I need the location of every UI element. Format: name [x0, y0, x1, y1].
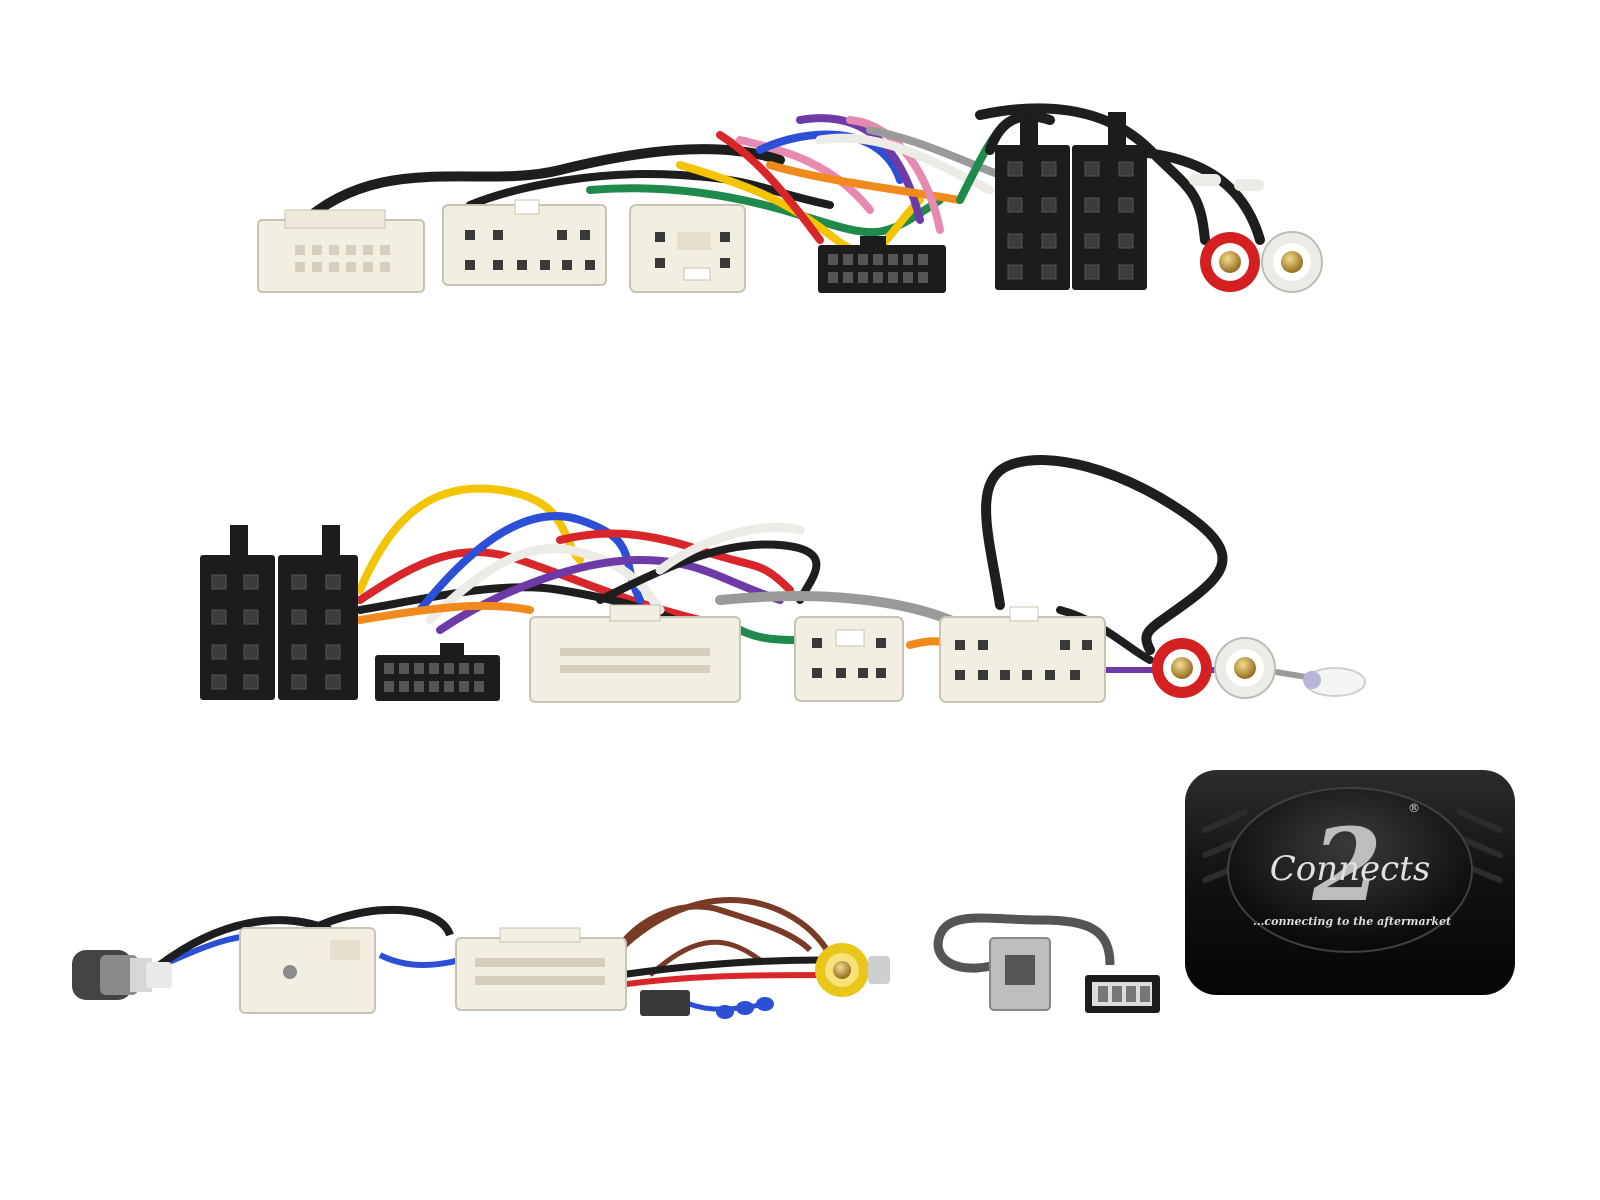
top-harness [257, 103, 1323, 293]
usb-adapter [933, 913, 1160, 1013]
logo-registered-mark: ® [1408, 801, 1420, 815]
middle-radio-connector-16pin [375, 643, 500, 701]
top-toyota-connector-main [257, 209, 425, 293]
top-toyota-connector-12pin [442, 199, 607, 286]
antenna-adapter [72, 905, 461, 1014]
middle-toyota-connector-6pin [794, 616, 904, 702]
logo-wordmark: Connects [1270, 849, 1431, 889]
top-rca-phono-pair [1200, 231, 1323, 293]
logo-tagline: ...connecting to the aftermarket [1253, 915, 1451, 928]
middle-harness [200, 455, 1366, 703]
logo-numeral: 2 [1311, 806, 1382, 924]
reverse-camera-adapter [455, 896, 890, 1019]
middle-toyota-connector-12pin [939, 606, 1106, 703]
interface-module: 2 Connects ® ...connecting to the afterm… [1185, 770, 1515, 995]
middle-harness-wires [356, 455, 1323, 683]
middle-iso-connector-pair [200, 525, 358, 700]
top-toyota-connector-6pin [629, 204, 746, 293]
top-harness-wires [295, 103, 1265, 257]
middle-toyota-connector-main [529, 604, 741, 703]
top-iso-connector-pair [995, 112, 1147, 290]
middle-led-lead [1303, 667, 1366, 697]
logo-badge [1227, 787, 1473, 953]
top-radio-connector-16pin [818, 236, 946, 293]
middle-rca-phono-pair [1152, 637, 1276, 699]
